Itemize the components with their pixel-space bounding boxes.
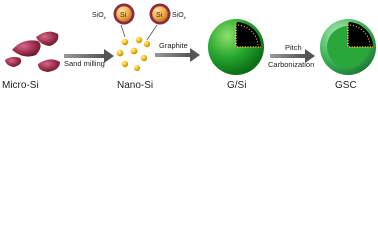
gsc-inner-cut	[348, 22, 373, 47]
nano-si-particle	[135, 36, 143, 44]
inset-right-core-label: Si	[156, 12, 163, 19]
micro-si-flake	[36, 31, 59, 46]
nano-si-particle	[116, 49, 124, 57]
arrow-graphite	[155, 48, 200, 62]
label-pitch: Pitch	[285, 43, 302, 52]
inset-left-core-label: Si	[120, 12, 127, 19]
nano-si-particle	[140, 54, 148, 62]
nano-si-particle	[130, 47, 138, 55]
g-si-sphere	[208, 19, 264, 75]
label-nano-si: Nano-Si	[117, 80, 153, 91]
arrow-pitch-carbonization	[270, 49, 315, 63]
micro-si-flakes	[5, 31, 60, 72]
label-g-si: G/Si	[227, 80, 246, 91]
inset-right-shell-label: SiOx	[172, 12, 187, 20]
label-gsc: GSC	[335, 80, 357, 91]
nano-si-particle	[121, 60, 129, 68]
inset-left-shell-label: SiOx	[92, 12, 107, 20]
g-si-inner-cut	[236, 22, 261, 47]
nano-si-particle	[134, 65, 140, 71]
gsc-sphere	[320, 19, 376, 75]
inset-core-shell-left: SiOx Si	[92, 3, 135, 38]
label-sand-milling: Sand milling	[64, 59, 105, 68]
inset-right-core	[152, 6, 168, 22]
nano-si-particles	[116, 36, 151, 71]
nano-si-particle	[143, 40, 151, 48]
label-micro-si: Micro-Si	[2, 80, 39, 91]
label-carbonization: Carbonization	[268, 60, 314, 69]
label-graphite: Graphite	[159, 41, 188, 50]
synthesis-diagram: Micro-Si Sand milling SiOx Si Si SiOx Na…	[2, 3, 376, 91]
nano-si-particle	[121, 38, 129, 46]
gsc-si-edge	[347, 22, 373, 48]
arrow-sand-milling	[64, 49, 114, 63]
micro-si-flake	[12, 40, 41, 57]
inset-left-core	[116, 6, 132, 22]
g-si-si-edge	[235, 22, 261, 48]
inset-core-shell-right: Si SiOx	[146, 3, 187, 41]
micro-si-flake	[5, 56, 22, 67]
micro-si-flake	[38, 59, 60, 72]
